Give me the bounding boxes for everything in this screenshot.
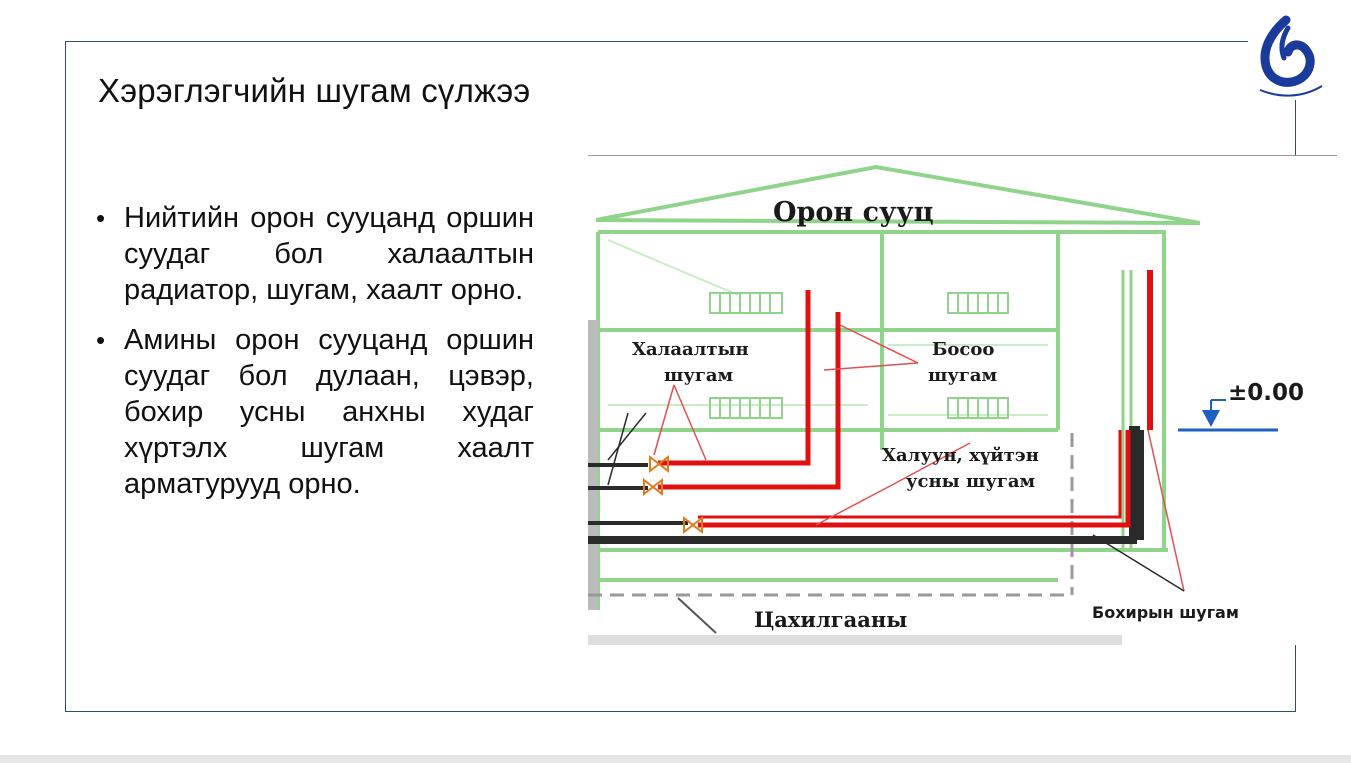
radiator-fins [719,293,999,418]
heating-pipe-label-line2: шугам [664,365,734,386]
valve-icon [643,454,703,535]
diagram-title: Орон сууц [773,197,934,228]
roof-outline [595,164,1201,225]
bullet-list: • Нийтийн орон сууцанд оршин суудаг бол … [96,200,534,516]
leader-lines [653,324,1185,592]
heating-pipe-1 [658,290,811,466]
sewer-pipe-label: Бохирын шугам [1092,603,1239,622]
foundation-leader [677,597,717,634]
riser-pipe-label-line1: Босоо [932,339,994,360]
level-marker [1178,399,1278,432]
bullet-marker: • [96,203,106,233]
bullet-item: • Нийтийн орон сууцанд оршин суудаг бол … [96,200,534,308]
water-pipe-label-line1: Халуун, хүйтэн [882,445,1039,466]
electrical-label: Цахилгааны [754,607,907,632]
cold-water-pipe [698,430,1122,519]
bullet-text: Нийтийн орон сууцанд оршин суудаг бол ха… [124,202,534,306]
company-logo-icon [1259,15,1323,97]
bullet-item: • Амины орон сууцанд оршин суудаг бол ду… [96,322,534,502]
foundation-dashed [588,433,1074,597]
bullet-marker: • [96,325,106,355]
building-utility-diagram: Орон сууц Халаалтын шугам Босоо шугам ±0… [588,155,1351,655]
heating-pipe-2 [658,312,841,490]
riser-pipe-label-line2: шугам [928,365,998,386]
heating-pipe-label-line1: Халаалтын [632,339,749,360]
sewer-leader [607,412,1185,592]
bullet-text: Амины орон сууцанд оршин суудаг бол дула… [124,324,534,500]
level-mark-label: ±0.00 [1228,380,1304,406]
water-pipe-label-line2: усны шугам [906,471,1036,492]
hot-water-pipe [698,430,1131,528]
bottom-band [0,755,1351,763]
diagram-bottom-strip [588,635,1122,645]
roof-base [595,218,1201,225]
slide-title: Хэрэглэгчийн шугам сүлжээ [98,72,531,109]
